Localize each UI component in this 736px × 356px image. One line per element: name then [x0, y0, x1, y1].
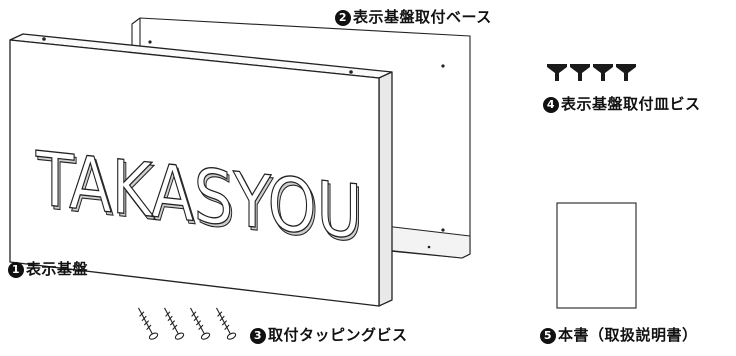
part-number-badge: 5	[540, 328, 556, 344]
part-name: 表示基盤取付ベース	[353, 8, 492, 26]
flat-screw-1	[547, 64, 567, 81]
tapping-screw-2	[164, 307, 185, 340]
flat-screw-2	[570, 64, 590, 81]
part-number-badge: 4	[543, 97, 559, 113]
part-number-badge: 3	[250, 328, 266, 344]
part-name: 本書（取扱説明書）	[558, 326, 698, 344]
tapping-screw-3	[190, 307, 211, 340]
tapping-screws-group	[138, 307, 237, 340]
flat-screws-group	[547, 64, 636, 81]
tapping-screw-4	[216, 307, 237, 340]
manual-document	[556, 202, 637, 309]
part-number-badge: 2	[335, 10, 351, 26]
tapping-screw-1	[138, 307, 159, 340]
part-number-badge: 1	[8, 262, 24, 278]
part-name: 表示基盤取付皿ビス	[561, 95, 701, 113]
display-plate	[9, 33, 393, 307]
part-name: 表示基盤	[26, 260, 89, 278]
part-name: 取付タッピングビス	[268, 326, 408, 344]
flat-screw-3	[593, 64, 613, 81]
flat-screw-4	[616, 64, 636, 81]
